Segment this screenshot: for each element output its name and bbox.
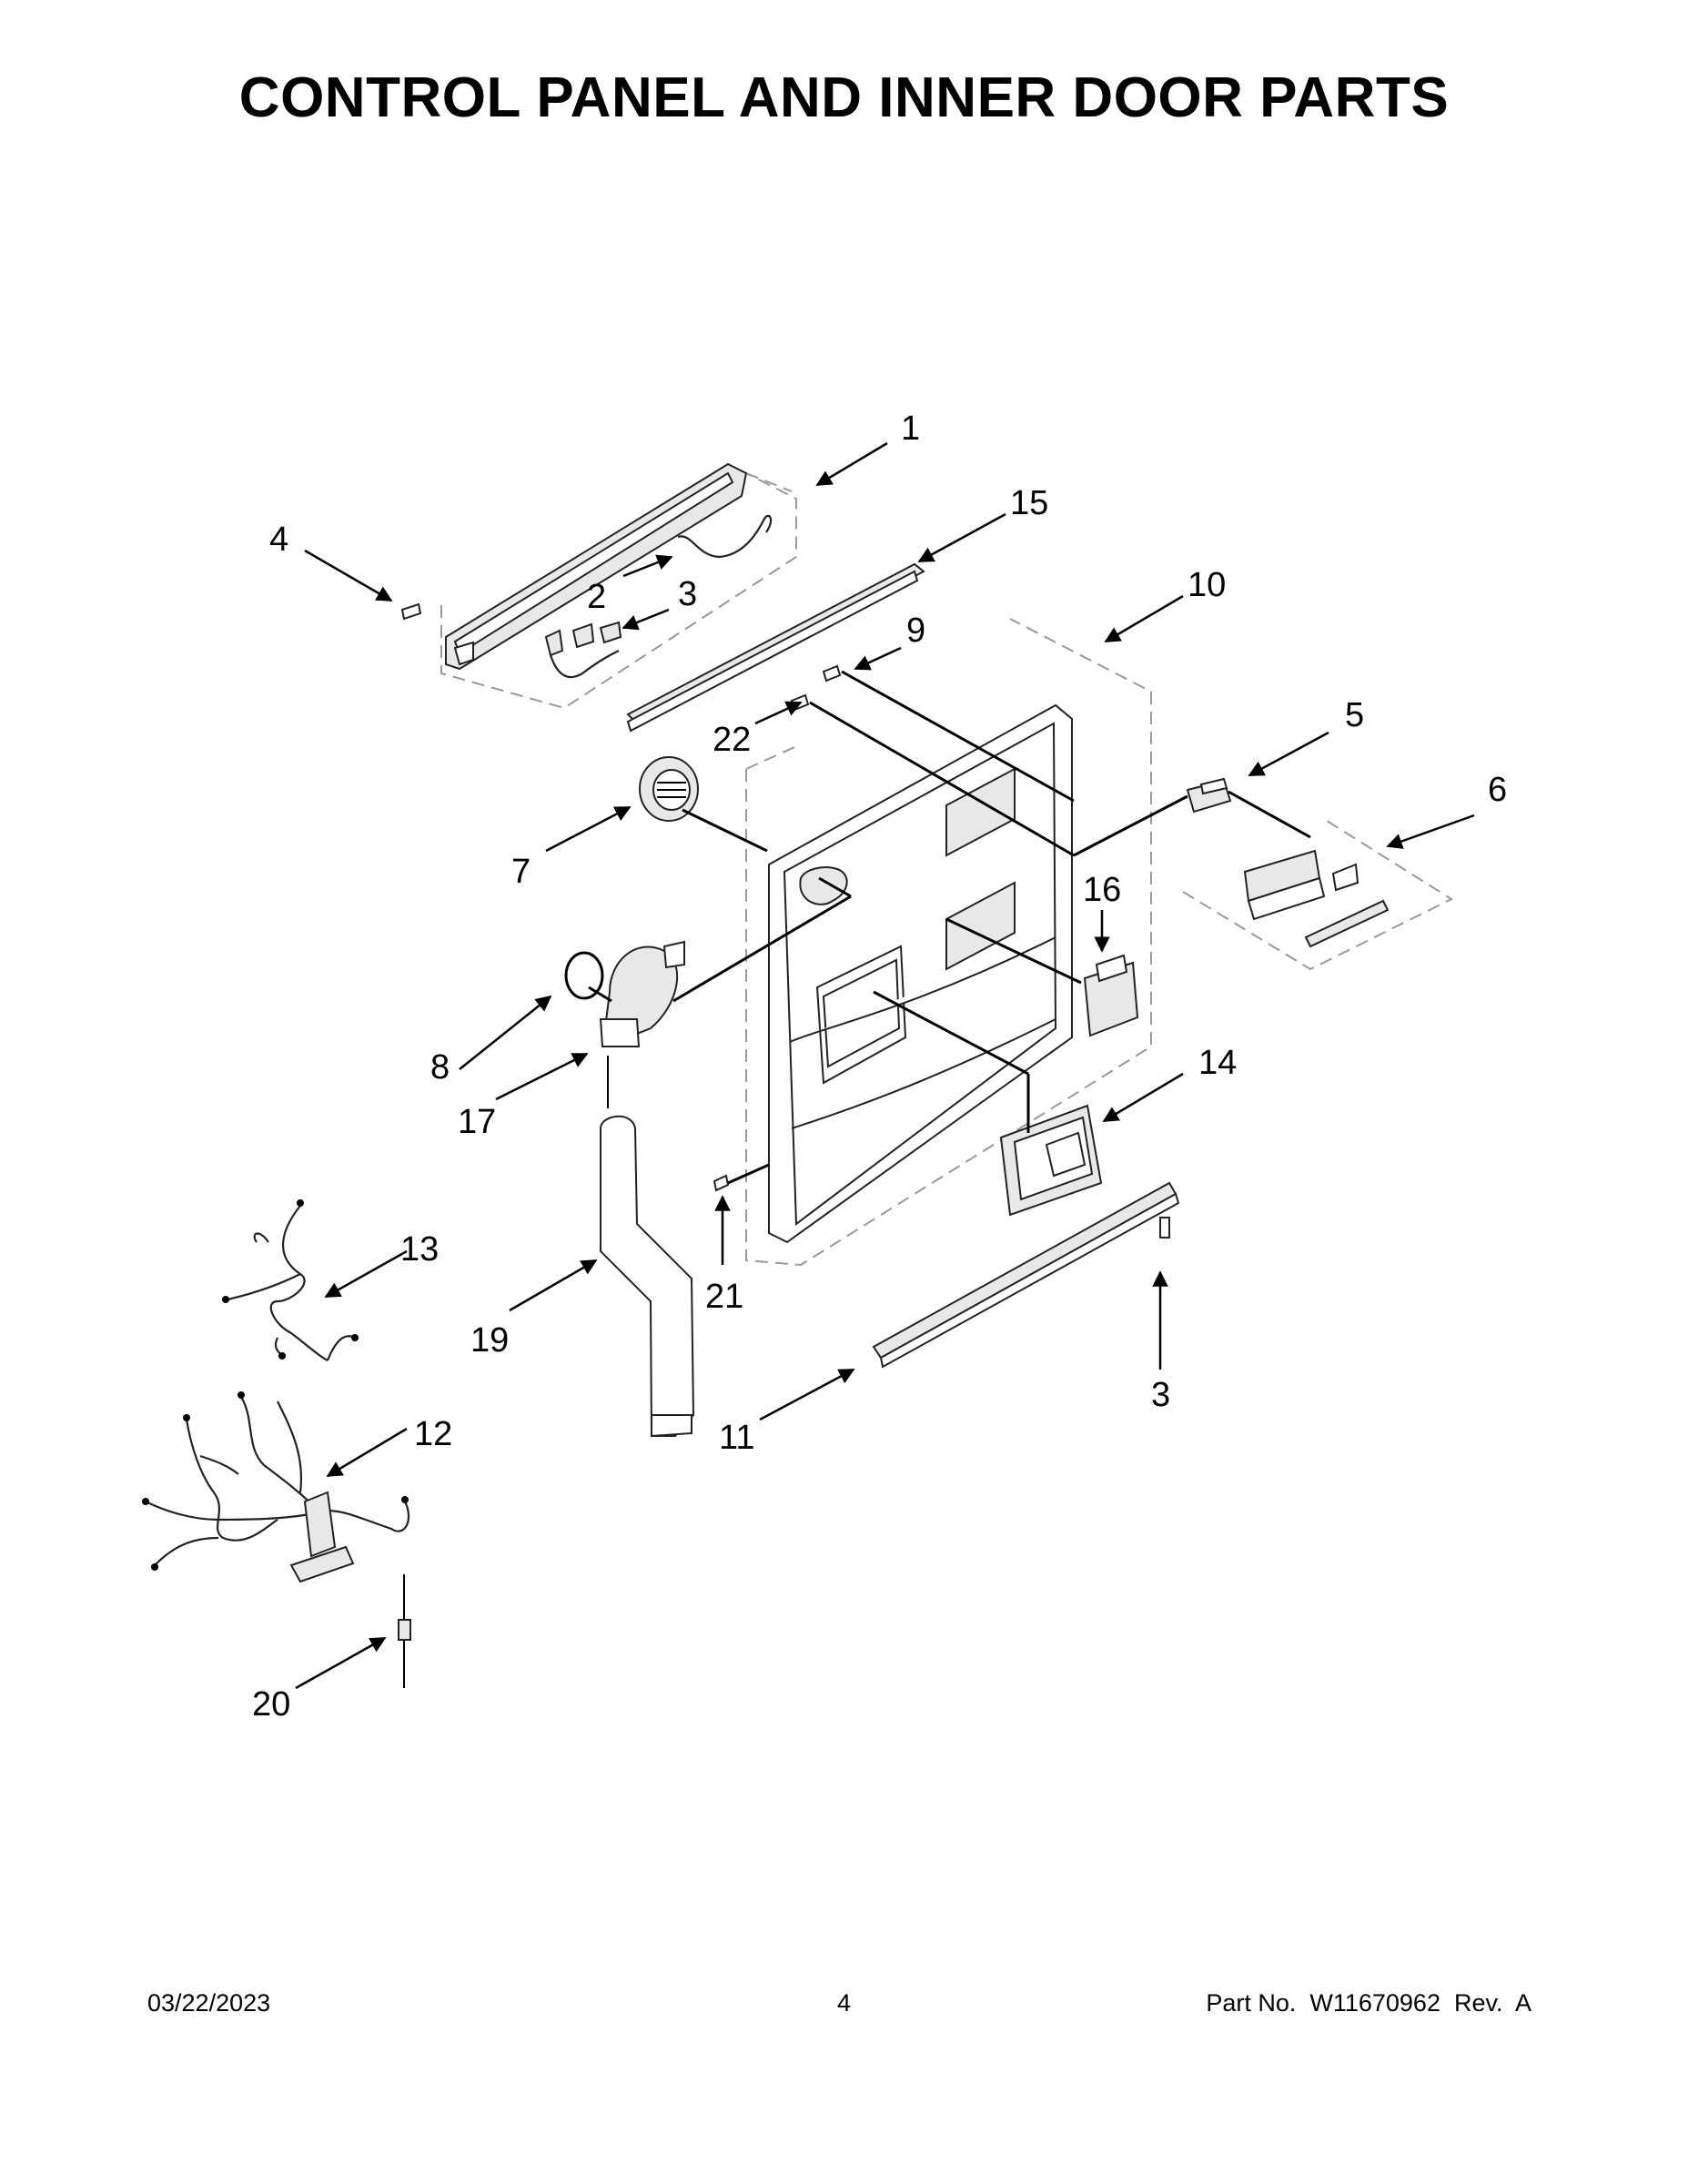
footer-date: 03/22/2023 xyxy=(147,1989,271,2017)
callout-9: 9 xyxy=(906,612,925,650)
inner-door-assembly xyxy=(745,618,1152,1267)
control-board-part-6 xyxy=(1182,818,1454,971)
callout-12: 12 xyxy=(414,1415,452,1453)
dispenser-part-14 xyxy=(999,1104,1103,1217)
bottom-strip-part-11 xyxy=(872,1181,1180,1369)
callout-6: 6 xyxy=(1488,771,1507,809)
callout-17: 17 xyxy=(458,1103,496,1141)
callout-13: 13 xyxy=(400,1230,439,1269)
screw-part-4 xyxy=(400,602,422,621)
callout-16: 16 xyxy=(1083,871,1121,909)
screw-part-9 xyxy=(822,664,842,682)
callout-21: 21 xyxy=(705,1278,743,1316)
callout-2: 2 xyxy=(587,578,606,616)
switch-part-3 xyxy=(549,650,620,679)
callout-1: 1 xyxy=(901,410,920,448)
duct-part-19 xyxy=(600,1115,695,1438)
callout-5: 5 xyxy=(1345,696,1364,734)
latch-part-16 xyxy=(1083,954,1139,1037)
callout-3-lower: 3 xyxy=(1151,1376,1170,1414)
callout-11: 11 xyxy=(719,1419,754,1457)
screw-part-21 xyxy=(713,1174,730,1192)
vent-part-7 xyxy=(639,756,699,822)
screw-part-3-lower xyxy=(1159,1217,1170,1239)
callout-numbers: 1 4 2 3 15 10 9 22 5 6 7 16 8 17 14 13 1… xyxy=(252,410,1507,1724)
vent-opening xyxy=(799,866,848,905)
callout-8: 8 xyxy=(430,1048,450,1087)
wire-harness-part-12 xyxy=(142,1391,410,1583)
control-panel-assembly xyxy=(400,462,797,710)
callout-3-upper: 3 xyxy=(678,575,697,613)
footer-part-number: Part No. W11670962 Rev. A xyxy=(1206,1989,1531,2017)
wire-harness-part-13 xyxy=(222,1199,359,1361)
switch-part-5 xyxy=(1186,777,1232,814)
page-title: CONTROL PANEL AND INNER DOOR PARTS xyxy=(238,66,1450,129)
callout-22: 22 xyxy=(713,721,751,759)
callout-19: 19 xyxy=(470,1321,509,1360)
vent-assembly-part-17 xyxy=(599,940,685,1047)
callout-15: 15 xyxy=(1010,484,1048,522)
callout-4: 4 xyxy=(269,521,288,559)
wire-harness-part-2 xyxy=(677,514,773,559)
gasket-part-8 xyxy=(564,951,604,1000)
footer-page-number: 4 xyxy=(836,1989,852,2017)
trim-strip-part-15 xyxy=(626,562,925,733)
callout-20: 20 xyxy=(252,1685,290,1724)
leader-arrows xyxy=(295,441,1475,1690)
callout-14: 14 xyxy=(1198,1044,1237,1082)
callout-7: 7 xyxy=(511,853,531,891)
callout-10: 10 xyxy=(1188,566,1226,604)
thermal-fuse-part-20 xyxy=(398,1574,411,1688)
connector-lines xyxy=(588,670,1311,1185)
